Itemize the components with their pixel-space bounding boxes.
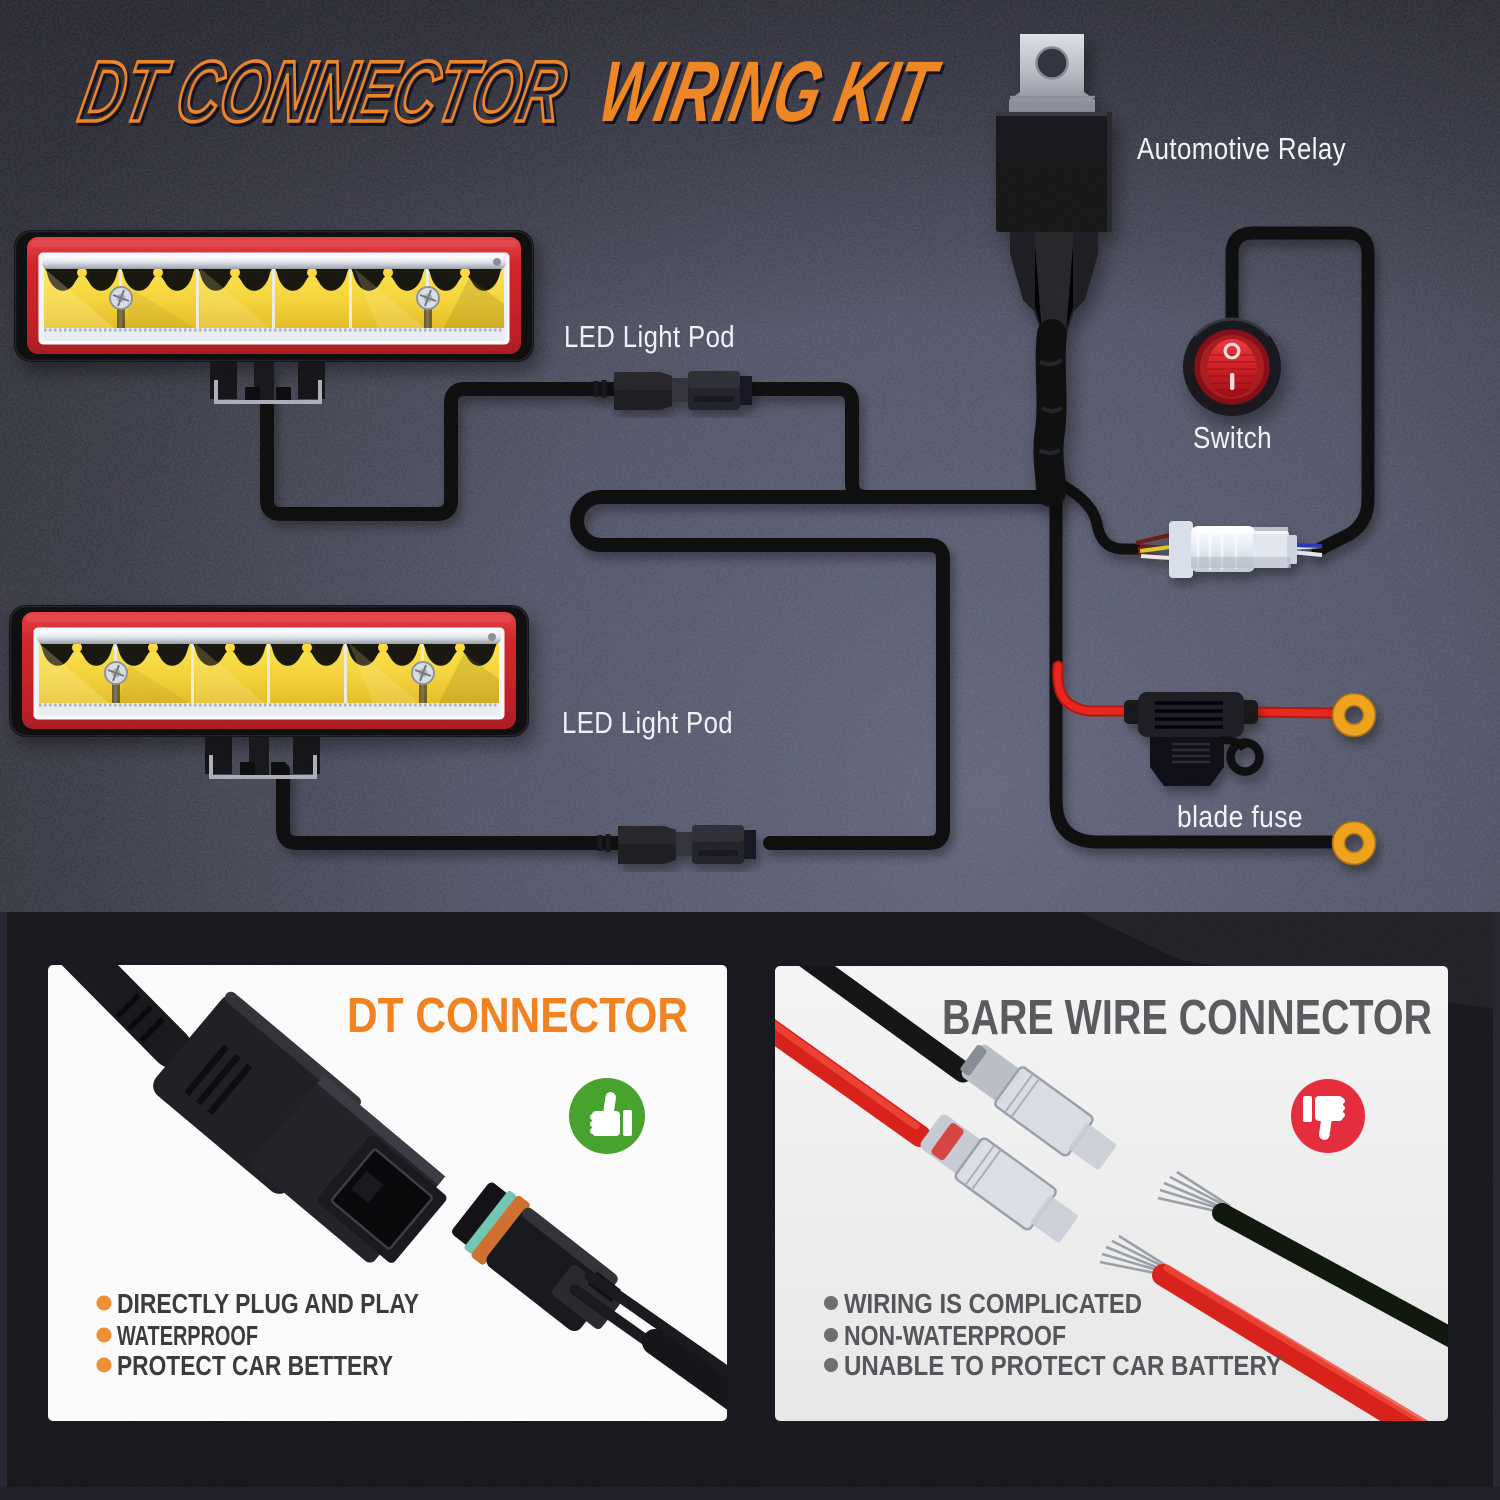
svg-text:DT CONNECTOR: DT CONNECTOR: [75, 47, 577, 143]
svg-text:WIRING IS COMPLICATED: WIRING IS COMPLICATED: [844, 1288, 1142, 1319]
svg-text:PROTECT CAR BETTERY: PROTECT CAR BETTERY: [117, 1350, 393, 1381]
svg-text:Switch: Switch: [1193, 420, 1272, 455]
svg-text:WIRING KIT: WIRING KIT: [591, 44, 947, 140]
svg-text:DT CONNECTOR: DT CONNECTOR: [347, 989, 688, 1043]
svg-text:NON-WATERPROOF: NON-WATERPROOF: [844, 1320, 1066, 1351]
svg-text:WIRING KIT: WIRING KIT: [594, 47, 950, 143]
svg-text:LED Light Pod: LED Light Pod: [562, 705, 733, 740]
svg-text:LED Light Pod: LED Light Pod: [564, 319, 735, 354]
svg-text:blade fuse: blade fuse: [1177, 799, 1303, 834]
svg-text:DT CONNECTOR: DT CONNECTOR: [72, 44, 574, 140]
svg-text:DIRECTLY PLUG AND PLAY: DIRECTLY PLUG AND PLAY: [117, 1288, 419, 1319]
svg-text:Automotive Relay: Automotive Relay: [1137, 131, 1346, 166]
svg-text:BARE WIRE CONNECTOR: BARE WIRE CONNECTOR: [942, 991, 1432, 1045]
svg-text:WATERPROOF: WATERPROOF: [117, 1320, 258, 1351]
svg-text:UNABLE TO PROTECT CAR BATTERY: UNABLE TO PROTECT CAR BATTERY: [844, 1350, 1282, 1381]
